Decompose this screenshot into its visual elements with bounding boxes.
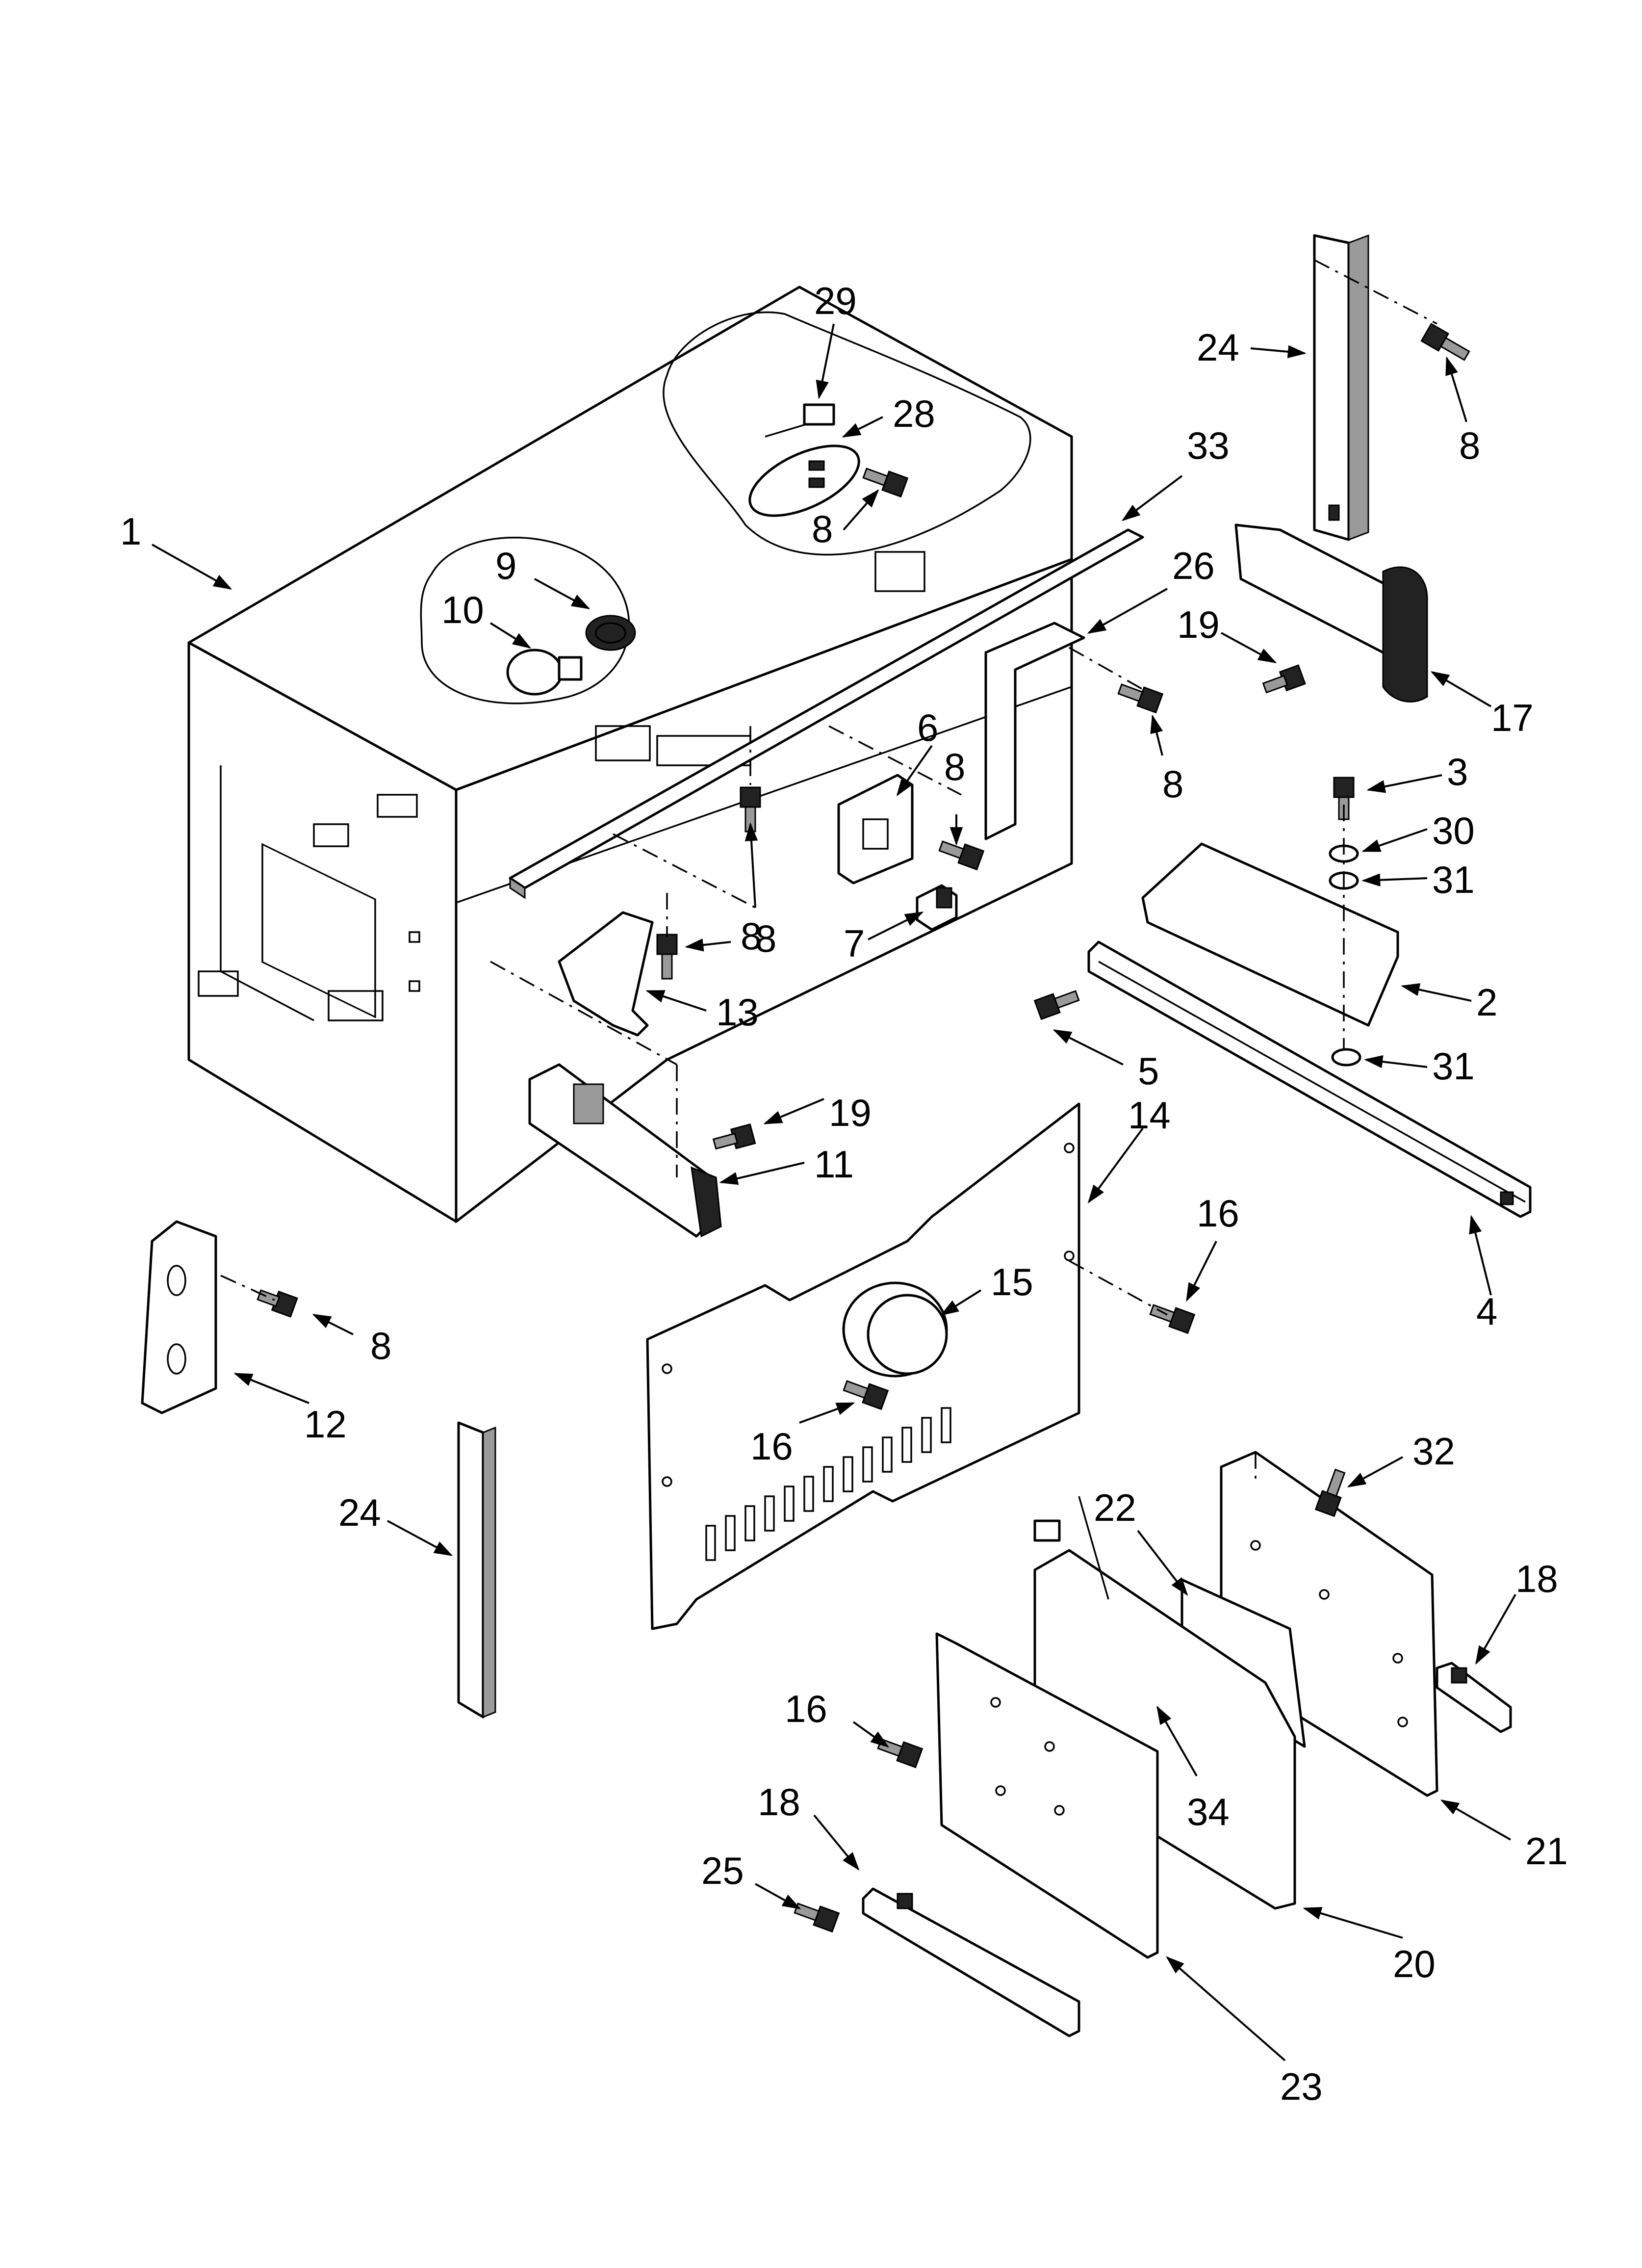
- control-knob: [842, 1281, 948, 1378]
- callout-24a: 24: [1197, 326, 1239, 369]
- drawer-slide-right: [1436, 1662, 1512, 1733]
- trim-strip: [509, 528, 1144, 899]
- callout-33: 33: [1187, 424, 1230, 467]
- callout-leaders: [152, 323, 1516, 2061]
- callout-28: 28: [893, 392, 935, 435]
- callout-16c: 16: [785, 1687, 827, 1730]
- callout-16b: 16: [750, 1425, 793, 1468]
- light-bulb: [506, 649, 583, 696]
- callout-14: 14: [1128, 1094, 1171, 1137]
- light-socket: [585, 615, 636, 651]
- callout-19a: 19: [1177, 603, 1220, 646]
- callout-31b: 31: [1432, 1044, 1475, 1088]
- assembly-lines: [220, 259, 1437, 1482]
- callout-8d: 8: [944, 745, 965, 788]
- callout-25: 25: [701, 1849, 744, 1892]
- callout-23: 23: [1280, 2065, 1323, 2108]
- drawer-slide-left: [862, 1887, 1080, 2037]
- callout-19b: 19: [829, 1091, 872, 1134]
- drawer-slide: [1087, 940, 1532, 1218]
- damper-bracket: [558, 911, 654, 1037]
- side-rail-top: [1313, 234, 1369, 541]
- handle-bracket: [1234, 523, 1428, 703]
- hinge-assembly: [528, 1063, 722, 1238]
- switch-housing: [837, 774, 914, 885]
- callout-16a: 16: [1197, 1192, 1239, 1235]
- drawer-front-panel: [935, 1632, 1159, 1959]
- callout-6: 6: [917, 706, 938, 749]
- callout-8c: 8: [1162, 762, 1183, 806]
- mounting-bracket-left: [141, 1220, 217, 1414]
- callout-8e: 8: [755, 917, 776, 960]
- callout-4: 4: [1476, 1290, 1497, 1333]
- cabinet-housing: [187, 286, 1073, 1224]
- callout-10: 10: [441, 588, 484, 631]
- callout-31a: 31: [1432, 858, 1475, 901]
- callout-26: 26: [1172, 544, 1215, 587]
- callout-7: 7: [844, 922, 865, 965]
- mounting-channel: [1141, 842, 1399, 1027]
- callout-21: 21: [1525, 1829, 1568, 1873]
- callout-34: 34: [1187, 1790, 1230, 1833]
- callout-15: 15: [991, 1260, 1033, 1303]
- callout-32: 32: [1412, 1430, 1455, 1473]
- callout-30: 30: [1432, 809, 1475, 852]
- callout-18a: 18: [758, 1780, 800, 1824]
- side-rail-bottom: [457, 1421, 496, 1719]
- callout-5: 5: [1138, 1049, 1159, 1093]
- callout-8f: 8: [741, 914, 762, 958]
- callout-12: 12: [304, 1403, 347, 1446]
- callout-17: 17: [1491, 696, 1534, 739]
- vent-bracket: [984, 622, 1085, 840]
- callout-24b: 24: [338, 1491, 381, 1534]
- callout-labels: 1 2 3 4 5 6 7 8 8 8 8 8 8 8 9 10 11 12 1…: [120, 279, 1568, 2108]
- callout-11: 11: [814, 1143, 854, 1186]
- callout-2: 2: [1476, 981, 1497, 1024]
- callout-13: 13: [716, 991, 759, 1034]
- callout-29: 29: [814, 279, 857, 322]
- callout-8g: 8: [370, 1324, 391, 1367]
- callout-9: 9: [495, 544, 516, 587]
- screws: [257, 323, 1470, 1933]
- callout-22: 22: [1094, 1486, 1136, 1529]
- callout-8a: 8: [1459, 424, 1480, 467]
- callout-20: 20: [1393, 1942, 1436, 1985]
- callout-1: 1: [120, 510, 141, 553]
- washer-31b: [1331, 1048, 1361, 1067]
- display-cover: [748, 444, 860, 517]
- callout-3: 3: [1447, 750, 1468, 793]
- callout-18b: 18: [1515, 1557, 1558, 1600]
- callout-8b: 8: [812, 507, 833, 550]
- sensor-connector: [765, 403, 835, 438]
